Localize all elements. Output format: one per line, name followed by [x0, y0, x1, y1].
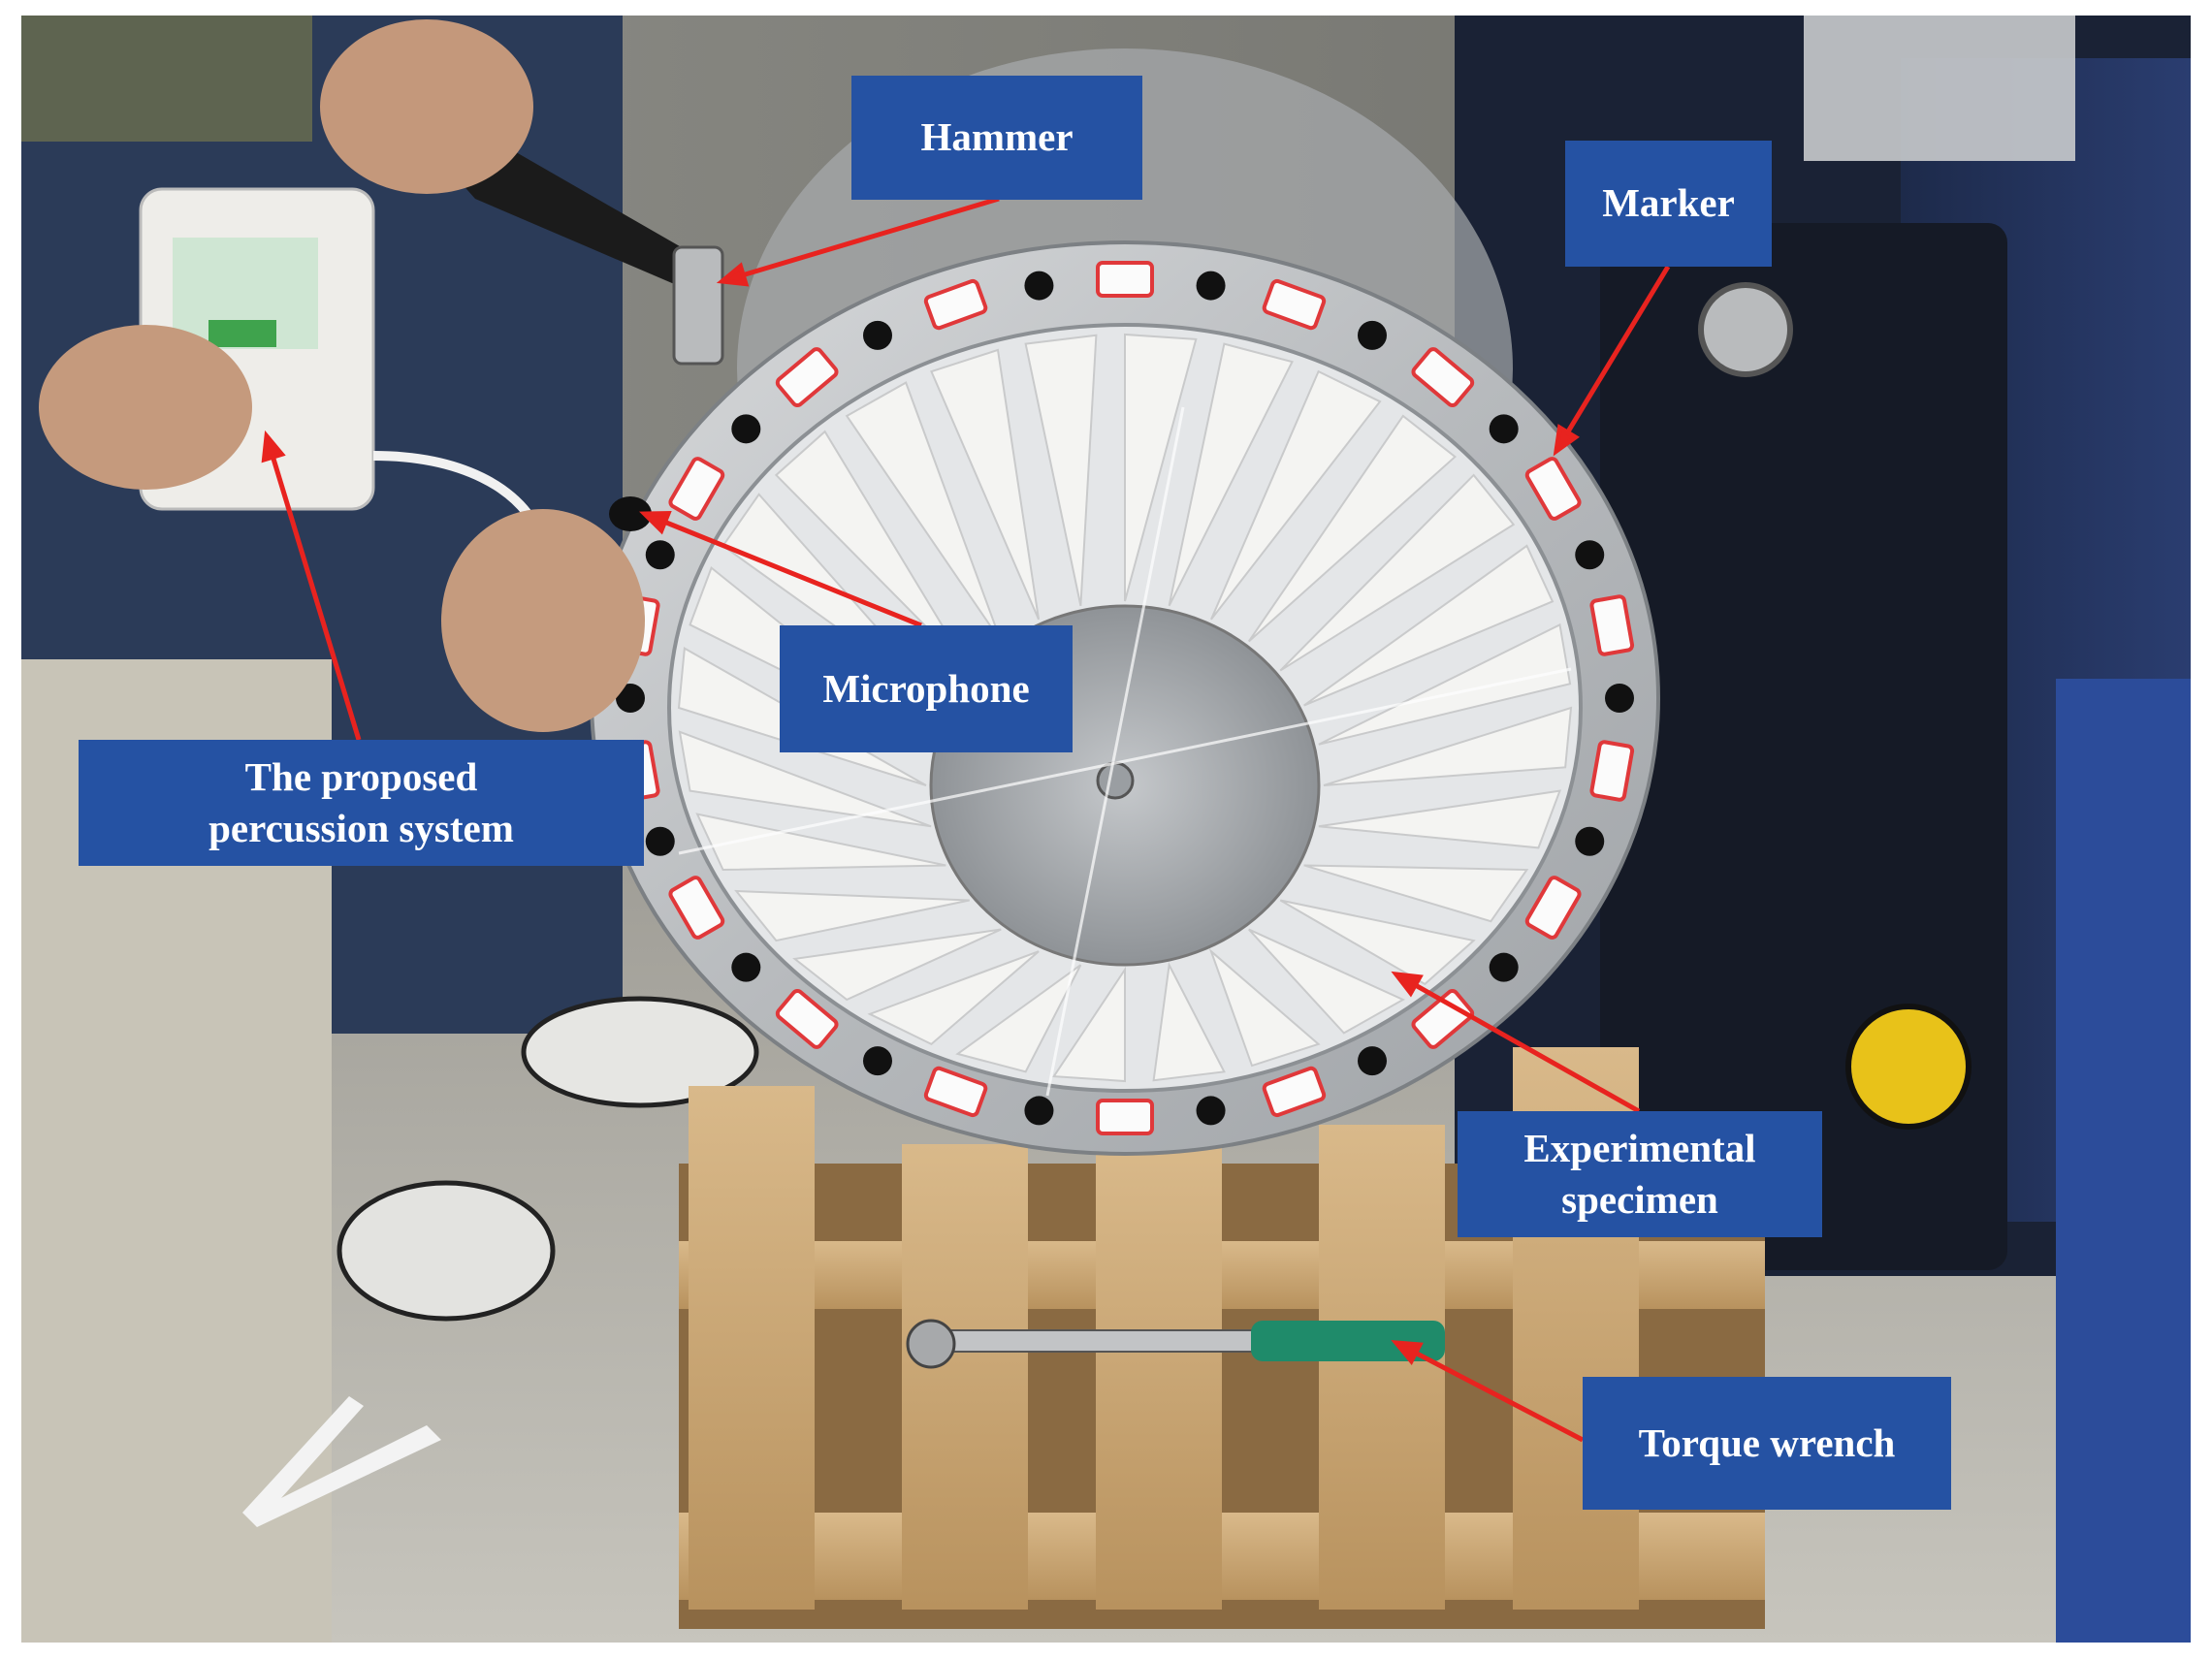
fan-blade: [930, 348, 1041, 621]
bolt: [645, 540, 675, 570]
microphone-label: Microphone: [780, 625, 1073, 752]
bolt: [863, 320, 892, 350]
marker-tag: [775, 988, 839, 1049]
ear-protection-sign: [1845, 1004, 1972, 1130]
microphone-arrow: [639, 511, 922, 628]
fan-blade: [1303, 544, 1555, 707]
bolt: [1605, 684, 1634, 713]
fan-blade: [1024, 334, 1098, 606]
marker-tag: [923, 278, 988, 331]
experimental-specimen-label: Experimental specimen: [1458, 1111, 1822, 1237]
fan-blade: [1168, 342, 1294, 607]
torque-wrench-arrow: [1391, 1340, 1585, 1443]
bolt: [616, 684, 645, 713]
fan-blade: [1208, 947, 1321, 1068]
fan-blade: [1323, 706, 1573, 786]
marker-tag: [1589, 594, 1635, 656]
fan-blade: [1247, 414, 1457, 643]
bolt: [1489, 414, 1519, 444]
bolt: [1358, 320, 1387, 350]
shoe-left: [337, 1180, 556, 1322]
shoe-right: [521, 996, 759, 1108]
torque-wrench: [906, 1319, 1445, 1369]
fan-blade: [1318, 789, 1561, 849]
fan-blade: [1279, 473, 1516, 672]
hand-microphone: [441, 509, 645, 732]
marker-tag: [1411, 347, 1475, 408]
bolt: [1024, 271, 1054, 301]
hammer-tool: [436, 145, 724, 366]
marker-tag: [1411, 988, 1475, 1049]
hand-hammer: [320, 19, 533, 194]
fan-blade: [1124, 333, 1198, 602]
fan-blade: [678, 730, 932, 828]
fan-blade: [734, 889, 970, 942]
marker-tag: [1524, 876, 1582, 940]
bolt: [1575, 826, 1605, 856]
bolt: [645, 826, 675, 856]
experimental-specimen-wheel: [590, 240, 1660, 1156]
fan-blade: [1279, 899, 1476, 986]
microphone-head: [609, 496, 652, 531]
marker-label: Marker: [1565, 141, 1772, 267]
bolt: [731, 414, 761, 444]
marker-tag: [775, 347, 839, 408]
marker-tag: [1589, 740, 1635, 802]
bolt: [731, 952, 761, 982]
bolt: [1024, 1096, 1054, 1126]
hand-left: [39, 325, 252, 490]
marker-tag: [668, 876, 725, 940]
marker-tag: [1524, 457, 1582, 521]
bolt: [1489, 952, 1519, 982]
bolt: [1196, 1096, 1226, 1126]
fan-blade: [695, 813, 946, 872]
marker-tag: [1096, 261, 1154, 298]
fan-blade: [1210, 369, 1382, 621]
experimental-specimen-arrow: [1391, 971, 1641, 1114]
fan-blade: [955, 964, 1082, 1073]
fan-blade: [1152, 961, 1226, 1082]
torque-wrench-label: Torque wrench: [1583, 1377, 1951, 1510]
proposed-system-arrow: [261, 430, 362, 741]
fan-blade: [774, 430, 971, 672]
hammer-arrow: [716, 196, 1000, 287]
fan-blade: [1248, 928, 1406, 1035]
marker-tag: [668, 457, 725, 521]
marker-tag: [1262, 278, 1327, 331]
fan-blade: [1318, 622, 1572, 746]
hammer-label: Hammer: [851, 76, 1142, 200]
proposed-system-label: The proposed percussion system: [79, 740, 644, 866]
bolt: [1358, 1046, 1387, 1076]
fan-blade: [792, 928, 1002, 1002]
fan-blade: [1051, 966, 1126, 1083]
marker-tag: [1096, 1099, 1154, 1135]
marker-tag: [923, 1066, 988, 1118]
fan-blade: [845, 381, 1003, 643]
bolt: [863, 1046, 892, 1076]
fan-blade: [867, 950, 1040, 1046]
bolt: [1575, 540, 1605, 570]
marker-arrow: [1553, 265, 1671, 457]
bolt: [1196, 271, 1226, 301]
fan-blade: [1303, 864, 1529, 923]
marker-tag: [1262, 1066, 1327, 1118]
